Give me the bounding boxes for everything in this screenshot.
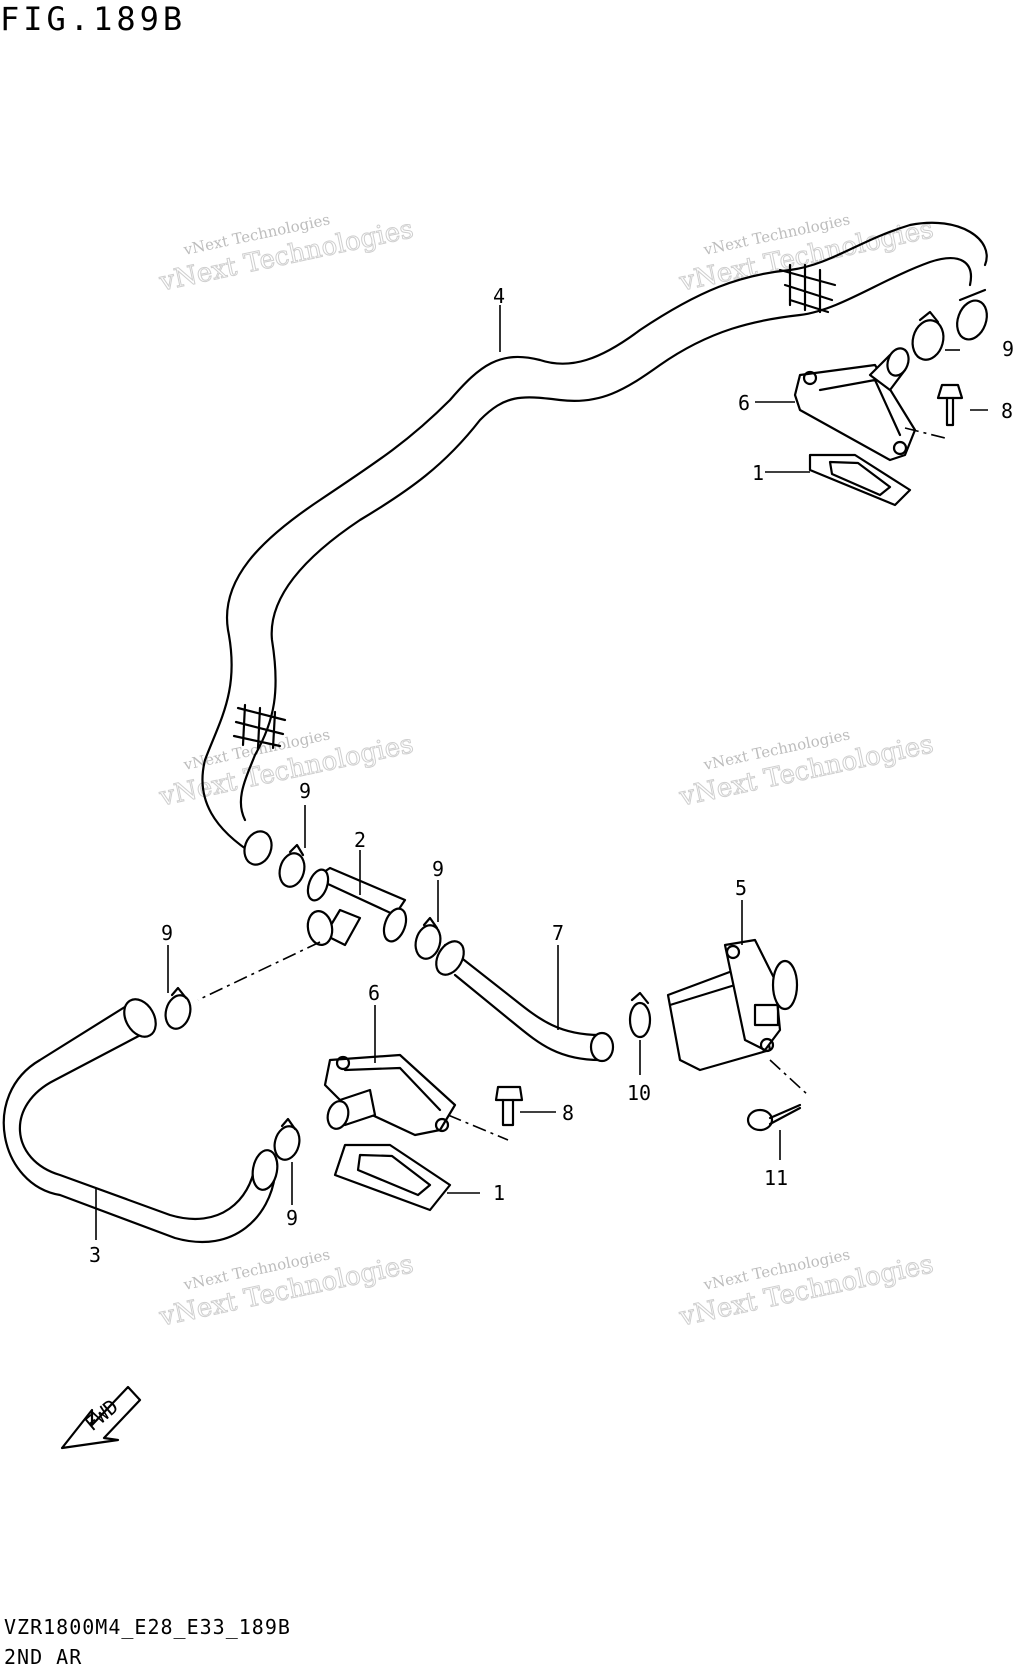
- callout-9: 9: [161, 921, 173, 945]
- clamp-9-mid: [414, 916, 442, 960]
- callout-10: 10: [627, 1081, 651, 1105]
- callout-9: 9: [1002, 337, 1014, 361]
- bolt-8-upper: [936, 383, 964, 427]
- screw-11: [746, 1103, 802, 1132]
- clamp-10: [628, 991, 652, 1039]
- cover-6-lower: [323, 1053, 457, 1137]
- bolt-8-lower: [494, 1085, 524, 1127]
- callout-1: 1: [493, 1181, 505, 1205]
- figure-title: FIG.189B: [0, 0, 187, 38]
- callout-5: 5: [735, 876, 747, 900]
- gasket-1-lower: [333, 1143, 452, 1212]
- hose-4: [201, 221, 988, 866]
- valve-5: [666, 938, 799, 1072]
- hose-3: [2, 998, 279, 1244]
- callout-3: 3: [89, 1243, 101, 1267]
- callout-8: 8: [1001, 399, 1013, 423]
- drawing-code: VZR1800M4_E28_E33_189B: [4, 1615, 291, 1639]
- callout-7: 7: [552, 921, 564, 945]
- gasket-1-upper: [808, 453, 912, 507]
- clamp-9-left: [278, 843, 306, 888]
- clamp-9-bottom: [273, 1117, 301, 1161]
- hose-7: [435, 940, 615, 1063]
- callout-6: 6: [738, 391, 750, 415]
- callout-2: 2: [354, 828, 366, 852]
- t-joint-2: [306, 866, 408, 947]
- fwd-arrow: FWD: [60, 1385, 142, 1450]
- clamp-9-upper: [911, 310, 945, 361]
- clamp-9-lowleft: [164, 986, 192, 1030]
- leader-lines: [95, 305, 988, 1240]
- callout-8: 8: [562, 1101, 574, 1125]
- alignment-lines: [197, 427, 946, 1141]
- callout-4: 4: [493, 284, 505, 308]
- cover-6-upper: [793, 347, 917, 462]
- callout-9: 9: [299, 779, 311, 803]
- callout-11: 11: [764, 1166, 788, 1190]
- callout-9: 9: [432, 857, 444, 881]
- callout-9: 9: [286, 1206, 298, 1230]
- callout-6: 6: [368, 981, 380, 1005]
- callout-1: 1: [752, 461, 764, 485]
- section-name: 2ND AR: [4, 1645, 83, 1669]
- callouts: 4 9 6 8 1 9 2 9 5 9 7 6 10 8 11 1 9 3: [89, 284, 1014, 1267]
